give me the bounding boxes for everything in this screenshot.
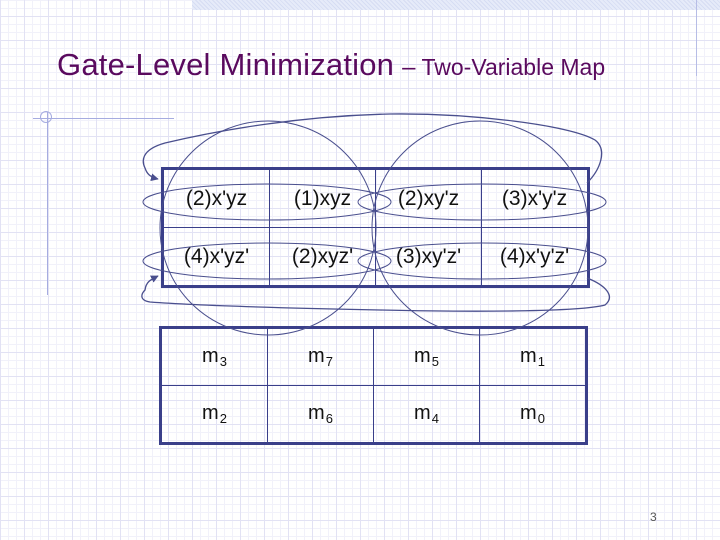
- minterm-karnaugh-map: m3 m7 m5 m1 m2 m6 m4 m0: [159, 326, 588, 445]
- minterm-base: m: [414, 402, 431, 424]
- map-cell: (1)xyz: [269, 168, 376, 228]
- minterm-cell: m0: [479, 385, 587, 444]
- minterm-index: 5: [431, 354, 439, 369]
- map-cell: (3)xy'z': [375, 227, 482, 287]
- minterm-base: m: [520, 402, 537, 424]
- minterm-index: 4: [431, 411, 439, 426]
- minterm-base: m: [202, 402, 219, 424]
- minterm-index: 6: [325, 411, 333, 426]
- minterm-index: 2: [219, 411, 227, 426]
- decorative-horizontal-rule: [33, 118, 174, 119]
- page-number: 3: [650, 510, 657, 524]
- minterm-cell: m4: [373, 385, 480, 444]
- minterm-cell: m3: [160, 327, 268, 386]
- slide-title: Gate-Level Minimization–Two-Variable Map: [57, 48, 605, 80]
- minterm-index: 3: [219, 354, 227, 369]
- header-banner: [192, 0, 720, 10]
- minterm-base: m: [308, 345, 325, 367]
- table-row: (4)x'yz' (2)xyz' (3)xy'z' (4)x'y'z': [162, 227, 589, 287]
- title-separator: –: [402, 54, 416, 81]
- map-cell: (2)xy'z: [375, 168, 482, 228]
- map-cell: (3)x'y'z: [481, 168, 589, 228]
- minterm-base: m: [414, 345, 431, 367]
- minterm-cell: m1: [479, 327, 587, 386]
- table-row: (2)x'yz (1)xyz (2)xy'z (3)x'y'z: [162, 168, 589, 228]
- map-cell: (2)x'yz: [162, 168, 270, 228]
- minterm-index: 7: [325, 354, 333, 369]
- map-cell: (4)x'yz': [162, 227, 270, 287]
- decorative-circle-icon: [40, 111, 52, 123]
- table-row: m2 m6 m4 m0: [160, 385, 587, 444]
- term-karnaugh-map: (2)x'yz (1)xyz (2)xy'z (3)x'y'z (4)x'yz'…: [161, 167, 590, 288]
- map-cell: (2)xyz': [269, 227, 376, 287]
- minterm-index: 0: [537, 411, 545, 426]
- decorative-vertical-rule: [47, 112, 48, 295]
- title-subtitle: Two-Variable Map: [421, 54, 606, 80]
- map-cell: (4)x'y'z': [481, 227, 589, 287]
- minterm-base: m: [520, 345, 537, 367]
- minterm-cell: m5: [373, 327, 480, 386]
- header-divider: [696, 0, 697, 76]
- minterm-cell: m6: [267, 385, 374, 444]
- minterm-base: m: [202, 345, 219, 367]
- minterm-cell: m7: [267, 327, 374, 386]
- minterm-base: m: [308, 402, 325, 424]
- title-main: Gate-Level Minimization: [57, 47, 395, 82]
- table-row: m3 m7 m5 m1: [160, 327, 587, 386]
- minterm-index: 1: [537, 354, 545, 369]
- minterm-cell: m2: [160, 385, 268, 444]
